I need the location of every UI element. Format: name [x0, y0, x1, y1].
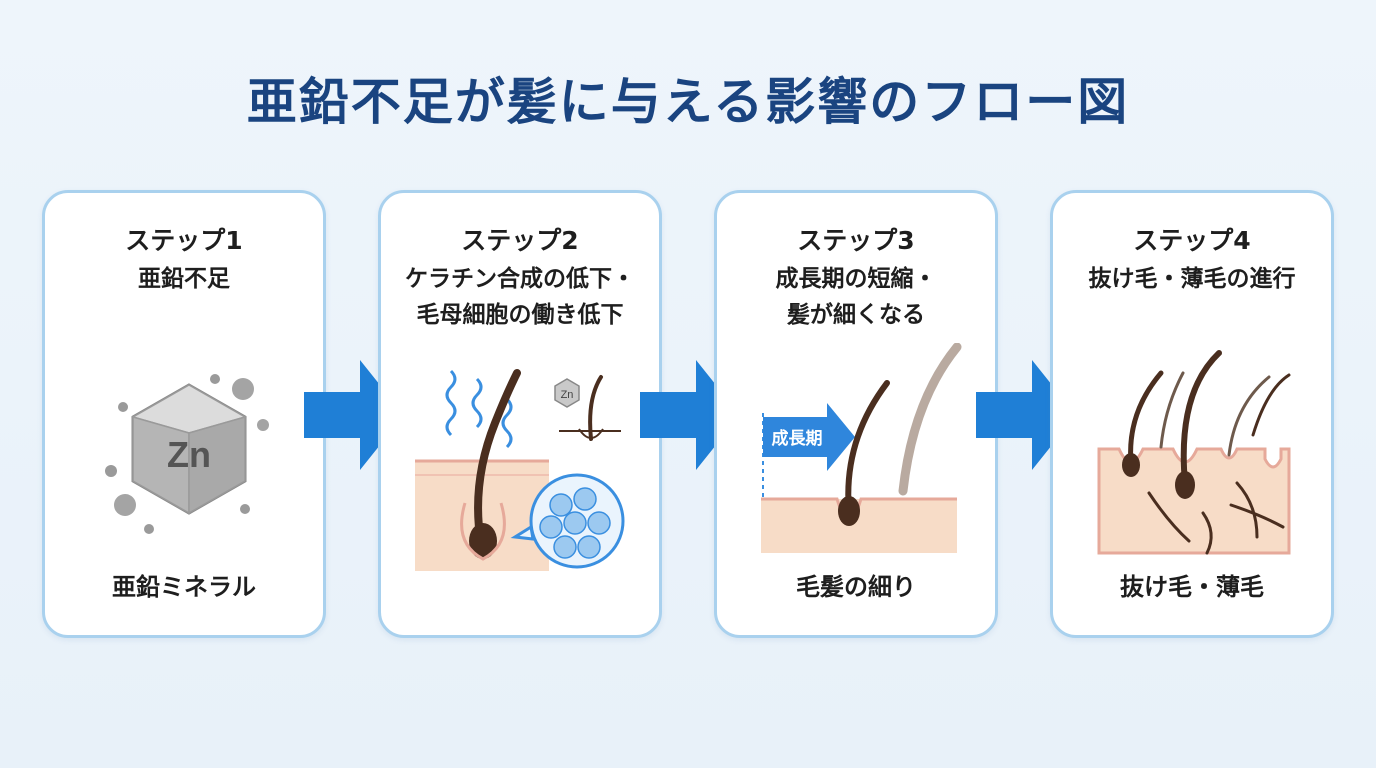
step-caption: 亜鉛ミネラル	[112, 573, 256, 601]
step-label: ステップ2	[461, 226, 579, 255]
zinc-symbol: Zn	[561, 389, 574, 401]
zinc-mineral-icon: Zn	[105, 374, 269, 534]
step-heading: 抜け毛・薄毛の進行	[1053, 261, 1331, 297]
step-heading-line: 髪が細くなる	[787, 302, 925, 328]
page-title: 亜鉛不足が髪に与える影響のフロー図	[246, 73, 1130, 131]
zinc-symbol: Zn	[167, 434, 211, 475]
hair-follicle-cells-icon: Zn	[415, 369, 625, 571]
step-label: ステップ3	[797, 226, 915, 255]
step-heading: ケラチン合成の低下・ 毛母細胞の働き低下	[381, 261, 659, 333]
step-label: ステップ4	[1133, 226, 1251, 255]
step-caption: 抜け毛・薄毛	[1120, 573, 1264, 601]
step-caption: 毛髪の細り	[796, 573, 916, 601]
step-heading-line: 亜鉛不足	[138, 266, 230, 292]
growth-phase-tag: 成長期	[772, 428, 823, 449]
step-label: ステップ1	[125, 226, 243, 255]
step-heading-line: 抜け毛・薄毛の進行	[1088, 266, 1296, 292]
step-heading: 成長期の短縮・ 髪が細くなる	[717, 261, 995, 333]
step-heading-line: 毛母細胞の働き低下	[416, 302, 624, 328]
step-card-4: ステップ4 抜け毛・薄毛の進行 抜け毛・薄毛	[1050, 190, 1334, 638]
step-card-3: ステップ3 成長期の短縮・ 髪が細くなる 成長期 毛髪の細り	[714, 190, 998, 638]
step-heading-line: 成長期の短縮・	[775, 266, 937, 292]
step-heading-line: ケラチン合成の低下・	[405, 266, 635, 292]
hair-loss-icon	[1097, 350, 1291, 555]
step-heading: 亜鉛不足	[45, 261, 323, 297]
thinning-hair-icon: 成長期	[761, 343, 962, 553]
step-card-1: ステップ1 亜鉛不足 Zn 亜鉛ミネラル	[42, 190, 326, 638]
step-card-2: ステップ2 ケラチン合成の低下・ 毛母細胞の働き低下 Zn	[378, 190, 662, 638]
